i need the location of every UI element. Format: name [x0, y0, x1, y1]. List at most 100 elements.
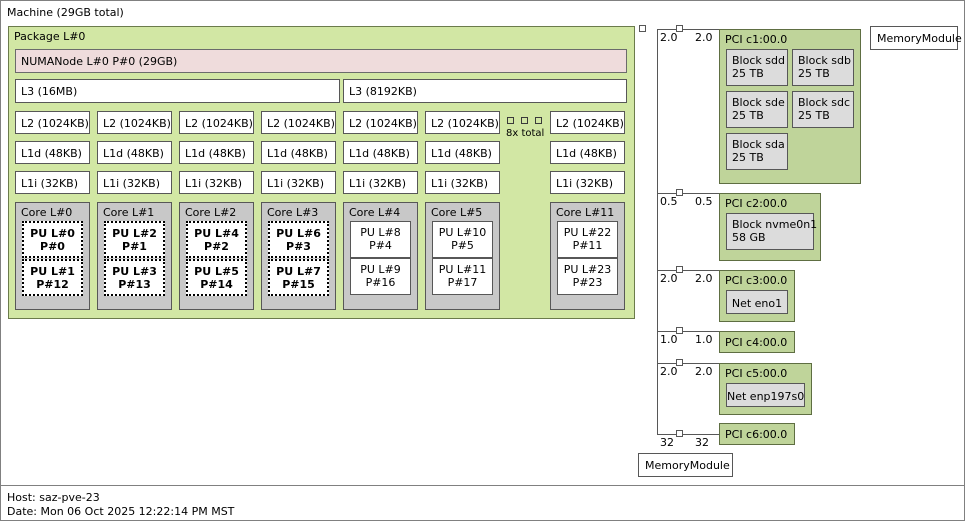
pci-branch-line-0	[657, 29, 719, 30]
l1i-cache-5: L1i (32KB)	[425, 171, 500, 194]
l1d-cache-2-label: L1d (48KB)	[185, 147, 246, 160]
pci-box-5: PCI c6:00.0	[719, 423, 795, 445]
osdev-box-0-3: Block sdc 25 TB	[792, 91, 854, 128]
osdev-size-0-3: 25 TB	[798, 109, 830, 122]
pu-label-0-1: PU L#1	[30, 265, 75, 278]
pu-label-5-1: PU L#11	[438, 263, 487, 276]
pu-label-4-1: PU L#9	[360, 263, 401, 276]
core-label-3: Core L#3	[267, 206, 319, 219]
memory-module-top-label: MemoryModule	[877, 31, 962, 45]
pu-box-3-1: PU L#7 P#15	[268, 259, 329, 296]
ellipsis-label: 8x total	[506, 128, 545, 139]
pu-label-0-0: PU L#0	[30, 227, 75, 240]
osdev-size-1-0: 58 GB	[732, 231, 766, 244]
osdev-name-4-0: Net enp197s0	[727, 390, 805, 403]
l1i-cache-6: L1i (32KB)	[550, 171, 625, 194]
pci-branch-node-3	[676, 327, 683, 334]
osdev-box-0-0: Block sdd 25 TB	[726, 49, 788, 86]
l1i-cache-4: L1i (32KB)	[343, 171, 418, 194]
pci-bw-right-5: 32	[695, 436, 709, 449]
l1d-cache-4-label: L1d (48KB)	[349, 147, 410, 160]
ellipsis-square-2	[521, 117, 528, 124]
pu-pindex-1-0: P#1	[122, 240, 147, 253]
pu-box-2-0: PU L#4 P#2	[186, 221, 247, 258]
l1d-cache-0-label: L1d (48KB)	[21, 147, 82, 160]
pu-box-0-1: PU L#1 P#12	[22, 259, 83, 296]
l1d-cache-6: L1d (48KB)	[550, 141, 625, 164]
pci-branch-node-4	[676, 359, 683, 366]
osdev-box-0-2: Block sde 25 TB	[726, 91, 788, 128]
l3-cache-0: L3 (16MB)	[15, 79, 340, 103]
l1d-cache-3: L1d (48KB)	[261, 141, 336, 164]
l1i-cache-0-label: L1i (32KB)	[21, 177, 79, 190]
pu-box-3-0: PU L#6 P#3	[268, 221, 329, 258]
pu-label-1-0: PU L#2	[112, 227, 157, 240]
l2-cache-0: L2 (1024KB)	[15, 111, 90, 134]
l2-cache-2: L2 (1024KB)	[179, 111, 254, 134]
pci-bw-right-1: 0.5	[695, 195, 713, 208]
pci-bw-left-0: 2.0	[660, 31, 678, 44]
osdev-name-0-0: Block sdd	[732, 54, 785, 67]
pu-pindex-1-1: P#13	[118, 278, 151, 291]
l1d-cache-0: L1d (48KB)	[15, 141, 90, 164]
pu-pindex-2-1: P#14	[200, 278, 233, 291]
l1i-cache-3: L1i (32KB)	[261, 171, 336, 194]
osdev-box-1-0: Block nvme0n1 58 GB	[726, 213, 818, 250]
pu-pindex-3-1: P#15	[282, 278, 315, 291]
l1d-cache-5: L1d (48KB)	[425, 141, 500, 164]
l3-cache-1: L3 (8192KB)	[343, 79, 627, 103]
osdev-name-0-3: Block sdc	[798, 96, 851, 109]
pu-label-1-1: PU L#3	[112, 265, 157, 278]
pci-bw-left-4: 2.0	[660, 365, 678, 378]
l2-cache-1: L2 (1024KB)	[97, 111, 172, 134]
pci-bw-right-4: 2.0	[695, 365, 713, 378]
pu-box-1-1: PU L#3 P#13	[104, 259, 165, 296]
pu-pindex-11-1: P#23	[572, 276, 603, 289]
pu-pindex-2-0: P#2	[204, 240, 229, 253]
pu-box-11-1: PU L#23 P#23	[557, 258, 618, 295]
pci-box-3: PCI c4:00.0	[719, 331, 795, 353]
pci-trunk-line	[657, 29, 658, 434]
pci-branch-node-2	[676, 266, 683, 273]
pu-box-1-0: PU L#2 P#1	[104, 221, 165, 258]
pci-label-3: PCI c4:00.0	[725, 336, 788, 349]
pci-branch-line-4	[657, 363, 719, 364]
ellipsis-square-3	[535, 117, 542, 124]
pci-label-5: PCI c6:00.0	[725, 428, 788, 441]
core-label-1: Core L#1	[103, 206, 155, 219]
pci-label-2: PCI c3:00.0	[725, 274, 788, 287]
pu-box-5-1: PU L#11 P#17	[432, 258, 493, 295]
footer-host: Host: saz-pve-23	[7, 491, 100, 504]
pu-label-2-0: PU L#4	[194, 227, 239, 240]
pu-pindex-0-0: P#0	[40, 240, 65, 253]
l1i-cache-2-label: L1i (32KB)	[185, 177, 243, 190]
pu-box-4-0: PU L#8 P#4	[350, 221, 411, 258]
pci-branch-line-3	[657, 331, 719, 332]
l2-cache-4-label: L2 (1024KB)	[349, 117, 417, 130]
pci-label-1: PCI c2:00.0	[725, 197, 788, 210]
pci-branch-line-5	[657, 434, 719, 435]
osdev-name-1-0: Block nvme0n1	[732, 218, 818, 231]
pu-label-2-1: PU L#5	[194, 265, 239, 278]
osdev-size-0-4: 25 TB	[732, 151, 764, 164]
l2-cache-4: L2 (1024KB)	[343, 111, 418, 134]
l1i-cache-4-label: L1i (32KB)	[349, 177, 407, 190]
l1i-cache-2: L1i (32KB)	[179, 171, 254, 194]
l2-cache-6-label: L2 (1024KB)	[556, 117, 624, 130]
pu-box-2-1: PU L#5 P#14	[186, 259, 247, 296]
l1i-cache-5-label: L1i (32KB)	[431, 177, 489, 190]
pci-root-node	[639, 25, 646, 32]
osdev-name-0-4: Block sda	[732, 138, 785, 151]
pu-pindex-4-1: P#16	[365, 276, 396, 289]
osdev-size-0-1: 25 TB	[798, 67, 830, 80]
core-label-2: Core L#2	[185, 206, 237, 219]
l3-cache-0-label: L3 (16MB)	[21, 85, 78, 98]
l2-cache-5: L2 (1024KB)	[425, 111, 500, 134]
l1d-cache-2: L1d (48KB)	[179, 141, 254, 164]
l1d-cache-1: L1d (48KB)	[97, 141, 172, 164]
l1i-cache-6-label: L1i (32KB)	[556, 177, 614, 190]
footer-date: Date: Mon 06 Oct 2025 12:22:14 PM MST	[7, 505, 235, 518]
l1d-cache-5-label: L1d (48KB)	[431, 147, 492, 160]
pu-box-0-0: PU L#0 P#0	[22, 221, 83, 258]
